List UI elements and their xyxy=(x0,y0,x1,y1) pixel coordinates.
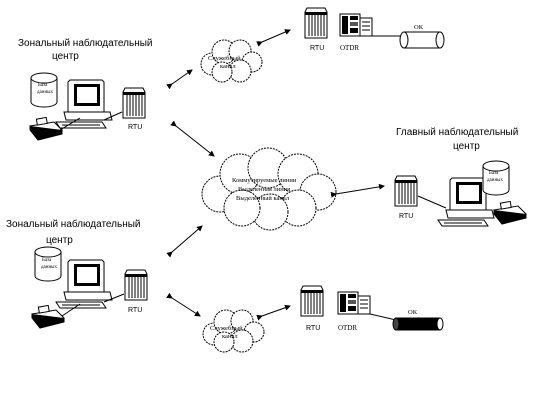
service-channel-top-line2: канал xyxy=(220,63,236,70)
central-cloud-line2: Выделенная линия xyxy=(238,186,290,193)
service-channel-bottom-line2: канал xyxy=(222,333,238,340)
arrow-zone2-to-central-cloud xyxy=(166,225,203,258)
zone-center-1-title: Зональный наблюдательный xyxy=(18,37,153,49)
main-center-rtu-icon xyxy=(394,175,418,207)
bottom-remote-rtu-label: RTU xyxy=(306,325,320,332)
database-label-line1: База xyxy=(38,83,48,88)
main-center-database-icon: База данных xyxy=(482,160,510,196)
top-remote-rtu-icon xyxy=(304,7,328,39)
main-database-label-line1: База xyxy=(489,171,499,176)
zone-center-1-printer-icon xyxy=(29,116,63,141)
main-database-label-line2: данных xyxy=(487,178,503,183)
arrow-zone1-to-central-cloud xyxy=(170,120,215,157)
zone-center-2-workstation-icon xyxy=(55,259,113,309)
zone-center-2-rtu-label: RTU xyxy=(128,307,142,314)
central-cloud-line3: Выделенный канал xyxy=(236,195,290,202)
service-channel-bottom-line1: Служебный xyxy=(210,325,243,332)
zone-center-2-database-icon: База данных xyxy=(34,246,62,282)
top-optical-cable-label: ОК xyxy=(414,24,424,31)
top-optical-cable-icon xyxy=(399,31,445,49)
database-label-line2: данных xyxy=(37,90,53,95)
main-center-cable xyxy=(417,195,447,209)
central-cloud-line1: Коммутируемые линии xyxy=(232,177,297,184)
zone-center-1-workstation-icon xyxy=(55,79,113,129)
zone-center-1-database-icon: База данных xyxy=(30,72,58,108)
zone-center-1-cable xyxy=(59,111,123,131)
database2-label-line2: данных xyxy=(41,265,57,270)
main-center-title-line2: центр xyxy=(453,141,480,152)
service-channel-top-line1: Служебный xyxy=(208,55,241,62)
arrow-zone2-to-bottom-cloud xyxy=(166,292,201,317)
zone-center-2-rtu-icon xyxy=(124,269,148,301)
link-arrows xyxy=(166,29,385,321)
main-center-title: Главный наблюдательный xyxy=(396,126,518,138)
zone-center-2-cable xyxy=(61,293,125,317)
bottom-remote-fiber-line xyxy=(369,313,397,321)
main-center-printer-icon xyxy=(493,200,527,225)
zone-center-2-title-line2: центр xyxy=(46,235,73,246)
arrow-bottom-cloud-to-rtu xyxy=(256,304,291,321)
top-remote-otdr-label: OTDR xyxy=(340,44,359,52)
main-center-rtu-label: RTU xyxy=(399,213,413,220)
bottom-optical-cable-icon xyxy=(392,317,444,331)
zone-center-2-title: Зональный наблюдательный xyxy=(6,218,141,230)
bottom-remote-otdr-icon xyxy=(337,291,371,315)
bottom-remote-otdr-label: OTDR xyxy=(338,324,357,332)
top-remote-otdr-icon xyxy=(339,13,373,37)
zone-center-2-printer-icon xyxy=(31,304,65,329)
bottom-optical-cable-label: ОК xyxy=(408,309,418,316)
zone-center-1-rtu-label: RTU xyxy=(128,124,142,131)
zone-center-1-rtu-icon xyxy=(122,87,146,119)
top-remote-rtu-label: RTU xyxy=(310,45,324,52)
arrow-central-cloud-to-main xyxy=(330,183,385,198)
arrow-zone1-to-top-cloud xyxy=(166,69,193,90)
database2-label-line1: База xyxy=(42,258,52,263)
zone-center-1-title-line2: центр xyxy=(52,51,79,62)
arrow-top-cloud-to-rtu xyxy=(256,29,291,47)
bottom-remote-rtu-icon xyxy=(300,285,324,317)
